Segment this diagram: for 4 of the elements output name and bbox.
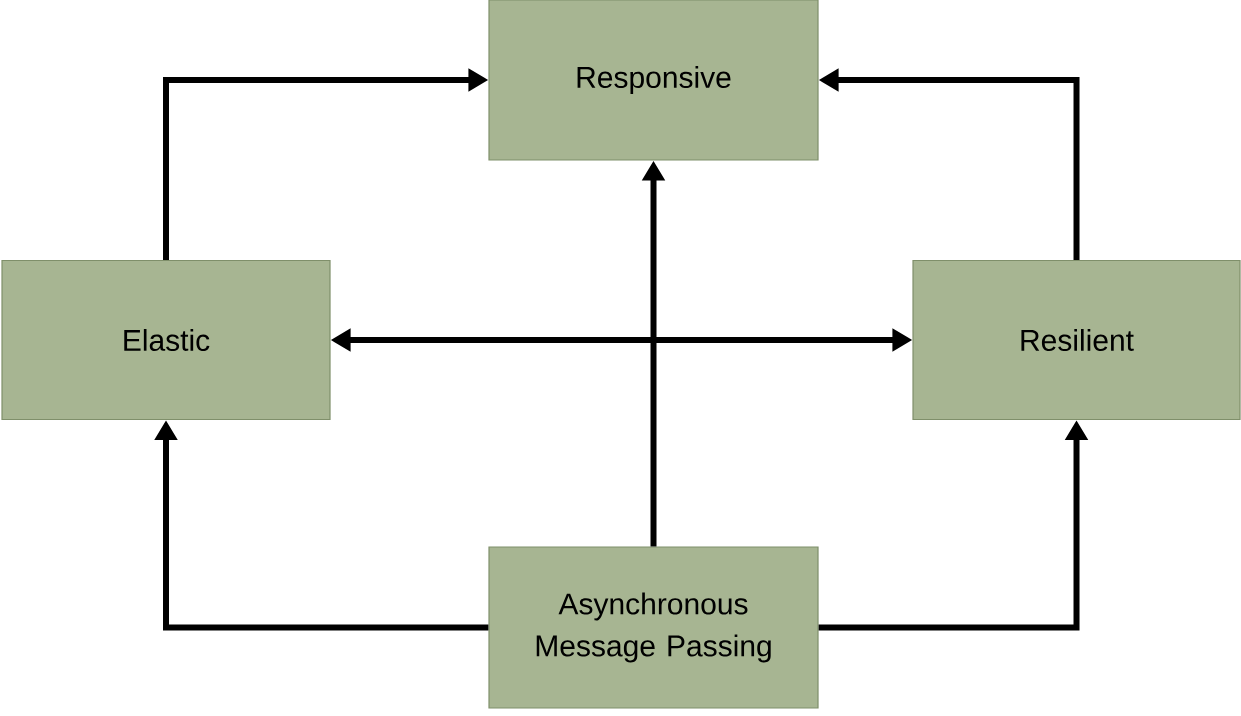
- process-box: Asynchronous Message Passing: [488, 546, 819, 709]
- process-box: Elastic: [1, 259, 331, 421]
- process-box: Responsive: [488, 0, 819, 161]
- process-box: Resilient: [912, 259, 1241, 421]
